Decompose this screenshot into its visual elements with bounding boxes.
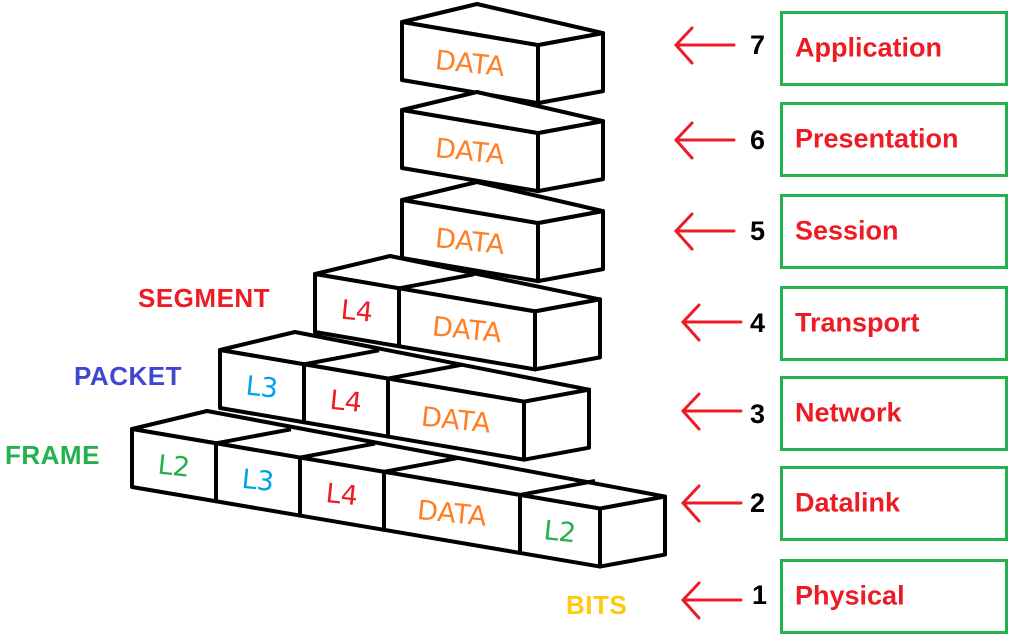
cell-divider bbox=[215, 427, 292, 446]
layer-name-session: Session bbox=[795, 215, 899, 246]
layer-name-datalink: Datalink bbox=[795, 487, 901, 518]
layer-name-transport: Transport bbox=[795, 307, 920, 338]
layer-box-presentation: Presentation bbox=[780, 102, 1008, 177]
layer-box-session: Session bbox=[780, 194, 1008, 269]
layer-box-physical: Physical bbox=[780, 559, 1008, 634]
layer-number-7: 7 bbox=[750, 30, 766, 60]
pdu-cell-data bbox=[386, 376, 526, 462]
pdu-cell-label-data: DATA bbox=[434, 223, 507, 261]
stack-side-face bbox=[536, 31, 605, 106]
pdu-cell-label-l4: L4 bbox=[324, 478, 359, 512]
pdu-cell-data bbox=[397, 286, 537, 372]
layer-number-1: 1 bbox=[752, 580, 768, 610]
layer-box-network: Network bbox=[780, 376, 1008, 451]
stack-side-face bbox=[533, 297, 602, 372]
cell-divider bbox=[303, 348, 380, 367]
pdu-cell-label-l2: L2 bbox=[542, 515, 577, 549]
cell-divider bbox=[383, 455, 460, 474]
layer-number-6: 6 bbox=[750, 125, 766, 155]
pdu-cell-label-data: DATA bbox=[420, 402, 493, 440]
layer-name-application: Application bbox=[795, 32, 942, 63]
pdu-cell-label-l3: L3 bbox=[244, 371, 279, 405]
pdu-cell-label-data: DATA bbox=[434, 45, 507, 83]
stack-side-face bbox=[522, 387, 591, 462]
arrow-left-icon bbox=[673, 212, 736, 251]
pdu-cell-l2 bbox=[518, 492, 602, 569]
pdu-cell-label-l3: L3 bbox=[240, 464, 275, 498]
arrow-left-icon bbox=[680, 303, 743, 342]
pdu-label-segment: SEGMENT bbox=[138, 283, 271, 313]
arrow-left-icon bbox=[680, 484, 743, 523]
pdu-label-bits: BITS bbox=[566, 590, 628, 620]
pdu-label-packet: PACKET bbox=[74, 361, 182, 391]
cell-divider bbox=[387, 362, 464, 381]
cell-divider bbox=[398, 272, 475, 291]
layer-number-2: 2 bbox=[750, 488, 766, 518]
layer-number-5: 5 bbox=[750, 216, 766, 246]
stack-side-face bbox=[536, 209, 605, 284]
pdu-cell-label-l4: L4 bbox=[339, 295, 374, 329]
pdu-cell-data bbox=[400, 108, 540, 194]
layer-number-3: 3 bbox=[750, 399, 766, 429]
layer-name-presentation: Presentation bbox=[795, 123, 959, 154]
pdu-cell-label-l4: L4 bbox=[328, 385, 363, 419]
layer-box-datalink: Datalink bbox=[780, 466, 1008, 541]
layer-box-transport: Transport bbox=[780, 286, 1008, 361]
layer-box-application: Application bbox=[780, 11, 1008, 86]
pdu-cell-label-data: DATA bbox=[434, 133, 507, 171]
arrow-left-icon bbox=[680, 392, 743, 431]
arrow-left-icon bbox=[680, 581, 743, 620]
pdu-label-frame: FRAME bbox=[5, 440, 100, 470]
cell-divider bbox=[519, 478, 596, 497]
stack-side-face bbox=[536, 119, 605, 194]
pdu-cell-label-data: DATA bbox=[431, 311, 504, 349]
layer-name-network: Network bbox=[795, 397, 902, 428]
arrow-left-icon bbox=[673, 121, 736, 160]
layer-name-physical: Physical bbox=[795, 580, 905, 611]
pdu-cell-label-data: DATA bbox=[416, 495, 489, 533]
pdu-cell-data bbox=[400, 20, 540, 106]
stack-side-face bbox=[598, 494, 667, 569]
pdu-cell-label-l2: L2 bbox=[156, 450, 191, 484]
cell-divider bbox=[299, 441, 376, 460]
arrow-left-icon bbox=[673, 26, 736, 65]
pdu-cell-data bbox=[400, 198, 540, 284]
layer-number-4: 4 bbox=[750, 308, 766, 338]
